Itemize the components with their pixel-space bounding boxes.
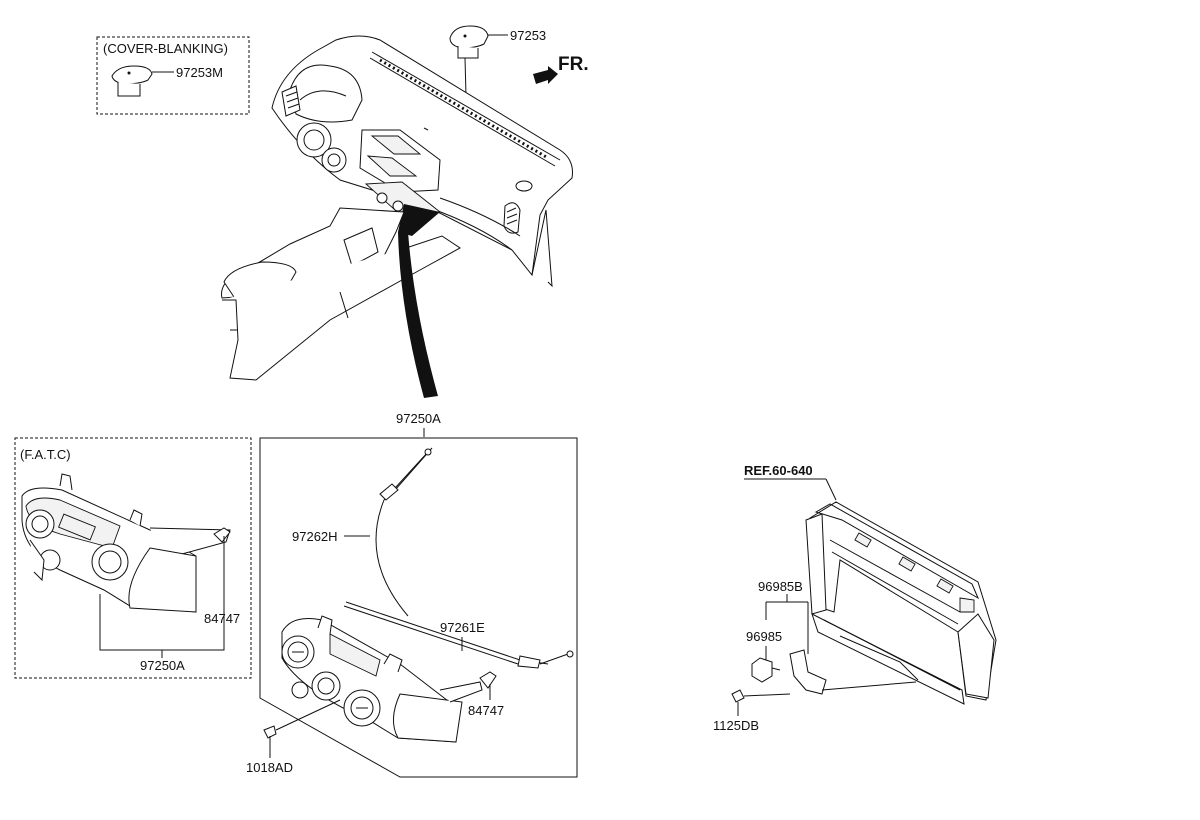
label-1125db: 1125DB — [713, 718, 759, 733]
leader-ref — [825, 478, 837, 501]
cable-97261e — [345, 601, 549, 665]
gauge-ring-right — [321, 147, 347, 173]
label-97262h: 97262H — [292, 529, 338, 544]
cover-blanking-group: (COVER-BLANKING) 97253M — [96, 36, 250, 115]
cover-blanking-frame — [96, 36, 250, 115]
fatc-frame — [14, 437, 252, 679]
label-97253m: 97253M — [176, 65, 223, 80]
sensor-97253-group: 97253 — [449, 25, 546, 97]
ambient-sensor-96985 — [751, 657, 781, 683]
gauge-ring-left — [296, 122, 332, 158]
leader-1018ad-to-unit — [275, 699, 341, 731]
dashboard-assembly — [221, 35, 573, 381]
label-84747: 84747 — [468, 703, 504, 718]
location-wedge — [398, 204, 440, 236]
label-1018ad: 1018AD — [246, 760, 293, 775]
location-pointer — [398, 232, 438, 398]
label-96985: 96985 — [746, 629, 782, 644]
sensor-cover-97253m — [111, 65, 153, 97]
cluster-hood — [289, 64, 363, 123]
label-main-97250a: 97250A — [396, 411, 441, 426]
sensor-97253 — [449, 25, 489, 59]
label-97253: 97253 — [510, 28, 546, 43]
radiator-support-group: REF.60-640 96985B 96985 — [713, 463, 997, 733]
cover-blanking-label: (COVER-BLANKING) — [103, 41, 228, 56]
label-fatc-84747: 84747 — [204, 611, 240, 626]
front-marker: FR. — [533, 54, 589, 84]
fatc-sensor-84747 — [213, 527, 231, 543]
fatc-label: (F.A.T.C) — [20, 447, 71, 462]
front-label: FR. — [558, 54, 589, 75]
front-arrow-icon — [533, 66, 558, 84]
vent-right — [503, 202, 521, 234]
label-fatc-97250a: 97250A — [140, 658, 185, 673]
radiator-support-frame — [805, 501, 997, 705]
screw-1018ad — [263, 725, 277, 748]
screw-1125db — [731, 689, 791, 703]
sensor-84747 — [479, 671, 497, 689]
label-96985b: 96985B — [758, 579, 803, 594]
label-97261e: 97261E — [440, 620, 485, 635]
center-stack — [359, 129, 441, 193]
fatc-group: (F.A.T.C) 84747 97250A — [14, 437, 252, 679]
heater-control-unit — [281, 615, 483, 743]
sensor-bracket — [789, 649, 827, 695]
fatc-controller — [21, 473, 231, 613]
leader-bracket-to-frame — [821, 681, 917, 691]
leader-97253-to-dash — [464, 57, 467, 97]
manual-control-frame — [259, 437, 578, 778]
cable-97262h — [375, 451, 429, 617]
label-ref: REF.60-640 — [744, 463, 813, 478]
manual-control-group: 97250A 97262H 97261E — [246, 411, 578, 778]
